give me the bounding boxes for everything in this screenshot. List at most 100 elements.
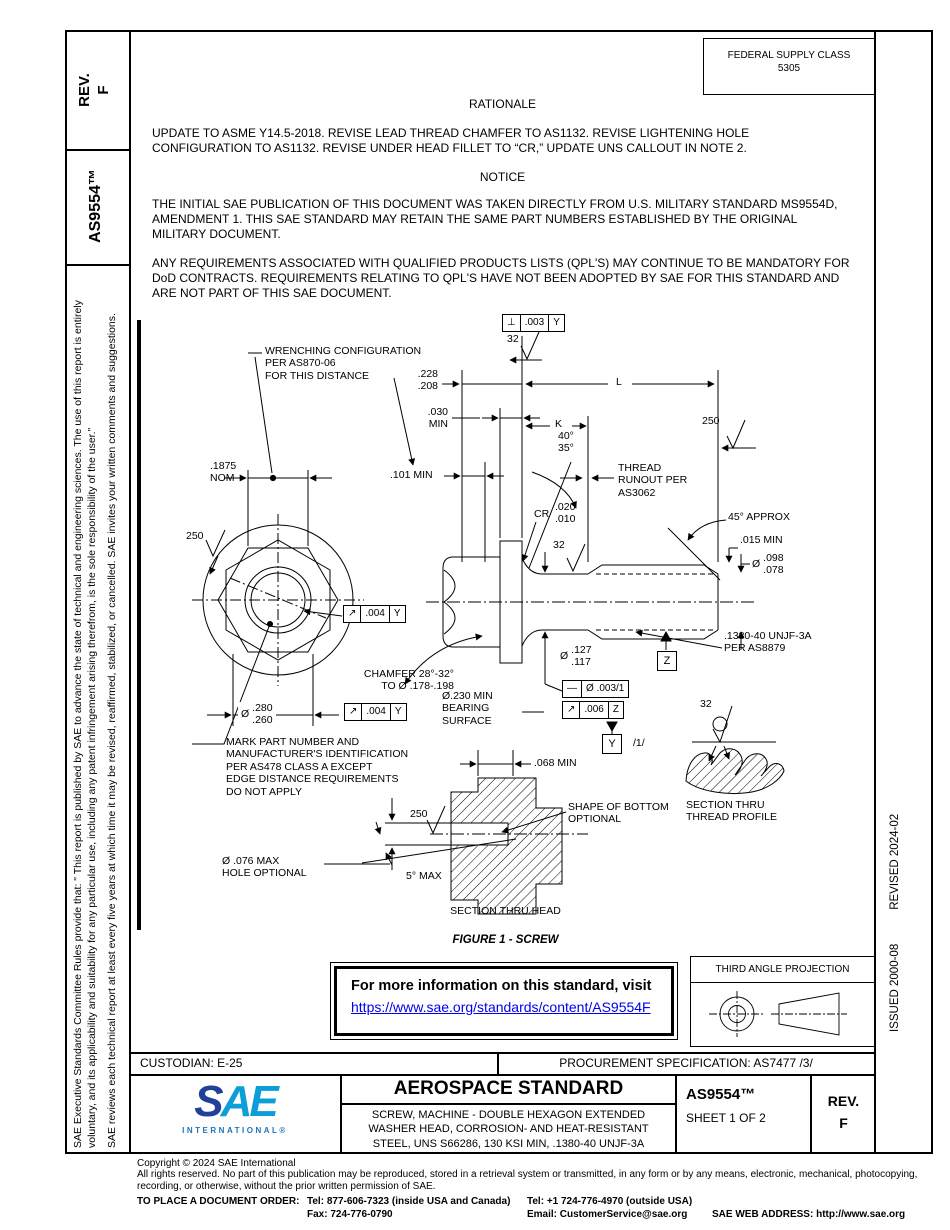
finish-32-profile: 32 (700, 698, 712, 710)
finish-250-section: 250 (410, 808, 428, 820)
angle-45-approx: 45° APPROX (728, 511, 790, 523)
projection-symbol (691, 983, 873, 1045)
footer-web: SAE WEB ADDRESS: http://www.sae.org (712, 1209, 906, 1220)
left-column-divider (129, 30, 131, 1154)
angle-5-max: 5° MAX (406, 870, 442, 882)
angle-40-35: 40° 35° (558, 430, 574, 455)
fcf-straightness: — Ø .003/1 (562, 680, 630, 698)
sidebar-legal-text: SAE Executive Standards Committee Rules … (72, 272, 120, 1148)
extension-lines (462, 336, 718, 562)
custodian-cell: CUSTODIAN: E-25 (140, 1056, 243, 1070)
issued-date: ISSUED 2000-08 (889, 943, 901, 1032)
fcf-circular-runout-socket: ↗ .004 Y (343, 605, 406, 623)
wrenching-note-leaders (248, 353, 416, 473)
footer-email: Email: CustomerService@sae.org (527, 1209, 688, 1220)
diameter-icon: Ø (752, 558, 761, 571)
dim-098: Ø .098 .078 (752, 552, 784, 577)
footer-copyright: Copyright © 2024 SAE International (137, 1158, 296, 1169)
thread-profile-view (686, 706, 784, 794)
revised-date: REVISED 2024-02 (889, 813, 901, 910)
dim-1875: .1875 NOM (210, 460, 237, 485)
footer-tel-inside: Tel: 877-606-7323 (inside USA and Canada… (307, 1196, 511, 1207)
finish-250-side: 250 (702, 415, 720, 427)
figure-caption: FIGURE 1 - SCREW (452, 934, 559, 946)
fcf-runout: ↗ .006 Z (562, 701, 624, 719)
footer-fax: Fax: 724-776-0790 (307, 1209, 393, 1220)
angle-5-arrows (374, 822, 392, 865)
dim-127: Ø .127 .117 (560, 644, 592, 669)
footer-order-label: TO PLACE A DOCUMENT ORDER: (137, 1196, 300, 1207)
runout-icon: ↗ (345, 704, 363, 720)
sae-logo: SAE INTERNATIONAL® (130, 1077, 340, 1136)
dim-098-lines (737, 554, 750, 650)
dim-068-min: .068 MIN (534, 757, 577, 769)
info-box-link[interactable]: https://www.sae.org/standards/content/AS… (351, 999, 651, 1015)
notice-heading: NOTICE (479, 170, 526, 184)
procurement-cell: PROCUREMENT SPECIFICATION: AS7477 /3/ (559, 1056, 813, 1070)
info-box-text: For more information on this standard, v… (351, 978, 652, 994)
document-title: SCREW, MACHINE - DOUBLE HEXAGON EXTENDED… (368, 1109, 649, 1150)
figure-1-drawing: ⊥ .003 Y 32 WRENCHING CONFIGURATION PER … (130, 312, 875, 958)
fcf-perpendicularity: ⊥ .003 Y (502, 314, 565, 332)
sidebar-legal-para1: SAE Executive Standards Committee Rules … (72, 300, 98, 1148)
cr-values: .020 .010 (555, 501, 576, 526)
section-thru-head-view (362, 778, 588, 914)
rationale-body: UPDATE TO ASME Y14.5-2018. REVISE LEAD T… (152, 126, 750, 156)
perpendicularity-icon: ⊥ (503, 315, 521, 331)
dim-068-lines (460, 750, 531, 776)
dim-015-min: .015 MIN (740, 534, 783, 546)
info-box-inner: For more information on this standard, v… (334, 966, 674, 1036)
finish-32-symbols (509, 332, 585, 571)
hole-note: Ø .076 MAX HOLE OPTIONAL (222, 855, 307, 880)
angle-45-lines (668, 520, 726, 580)
dim-015-lines (725, 548, 738, 563)
fcf-circular-runout-od: ↗ .004 Y (344, 703, 407, 721)
runout-icon: ↗ (563, 702, 581, 718)
fsc-title: FEDERAL SUPPLY CLASS (727, 50, 851, 61)
bearing-note: Ø.230 MIN BEARING SURFACE (442, 690, 493, 727)
sae-logo-letters: SAE (194, 1077, 279, 1126)
angle-40-35-lines (529, 462, 577, 568)
finish-250-side-leader (721, 420, 756, 452)
section-thread-label: SECTION THRU THREAD PROFILE (686, 799, 778, 824)
thread-runout-note: THREAD RUNOUT PER AS3062 (618, 462, 688, 499)
doc-corner-box: AS9554™ (87, 169, 104, 243)
thread-callout-leader (635, 629, 722, 650)
dim-280: Ø .280 .260 (238, 702, 276, 727)
rev-cell: REV. F (827, 1093, 860, 1132)
issued-revised-text: ISSUED 2000-08 REVISED 2024-02 (889, 814, 901, 1032)
diameter-icon: Ø (241, 708, 250, 721)
dim-127-lines (541, 552, 617, 734)
federal-supply-class-box: FEDERAL SUPPLY CLASS 5305 (703, 38, 875, 95)
sidebar-legal-para2: SAE reviews each technical report at lea… (106, 313, 119, 1148)
notice-para2: ANY REQUIREMENTS ASSOCIATED WITH QUALIFI… (152, 256, 850, 301)
finish-250-end: 250 (186, 530, 204, 542)
dim-1875-lines (224, 470, 332, 546)
straightness-icon: — (563, 681, 582, 697)
sae-logo-subtitle: INTERNATIONAL® (182, 1126, 288, 1135)
wrenching-note: WRENCHING CONFIGURATION PER AS870-06 FOR… (265, 345, 422, 382)
dim-076-lines (324, 798, 396, 870)
finish-250-end-leader (206, 530, 225, 575)
dim-L: L (613, 376, 625, 389)
docnum-box-divider (65, 264, 130, 266)
aerospace-standard-heading: AEROSPACE STANDARD (393, 1078, 624, 1099)
rev-corner-box: REV. F (76, 73, 112, 107)
notice-para1: THE INITIAL SAE PUBLICATION OF THIS DOCU… (152, 197, 838, 242)
footer-tel-outside: Tel: +1 724-776-4970 (outside USA) (527, 1196, 693, 1207)
screw-drawing-linework (130, 312, 875, 958)
shape-note: SHAPE OF BOTTOM OPTIONAL (568, 801, 669, 826)
finish-32-top: 32 (507, 333, 519, 345)
projection-title: THIRD ANGLE PROJECTION (691, 957, 874, 983)
dim-228-208: .228 .208 (417, 368, 438, 393)
head-end-view (192, 514, 364, 686)
mark-note: MARK PART NUMBER AND MANUFACTURER'S IDEN… (226, 736, 409, 798)
dim-030: .030 MIN (427, 406, 448, 431)
footer-rights: All rights reserved. No part of this pub… (137, 1169, 918, 1193)
info-box-outer: For more information on this standard, v… (330, 962, 678, 1040)
datum-y-box: Y (602, 734, 622, 754)
datum-z-box: Z (657, 651, 677, 671)
diameter-icon: Ø (560, 650, 569, 663)
fsc-code: 5305 (777, 63, 801, 74)
